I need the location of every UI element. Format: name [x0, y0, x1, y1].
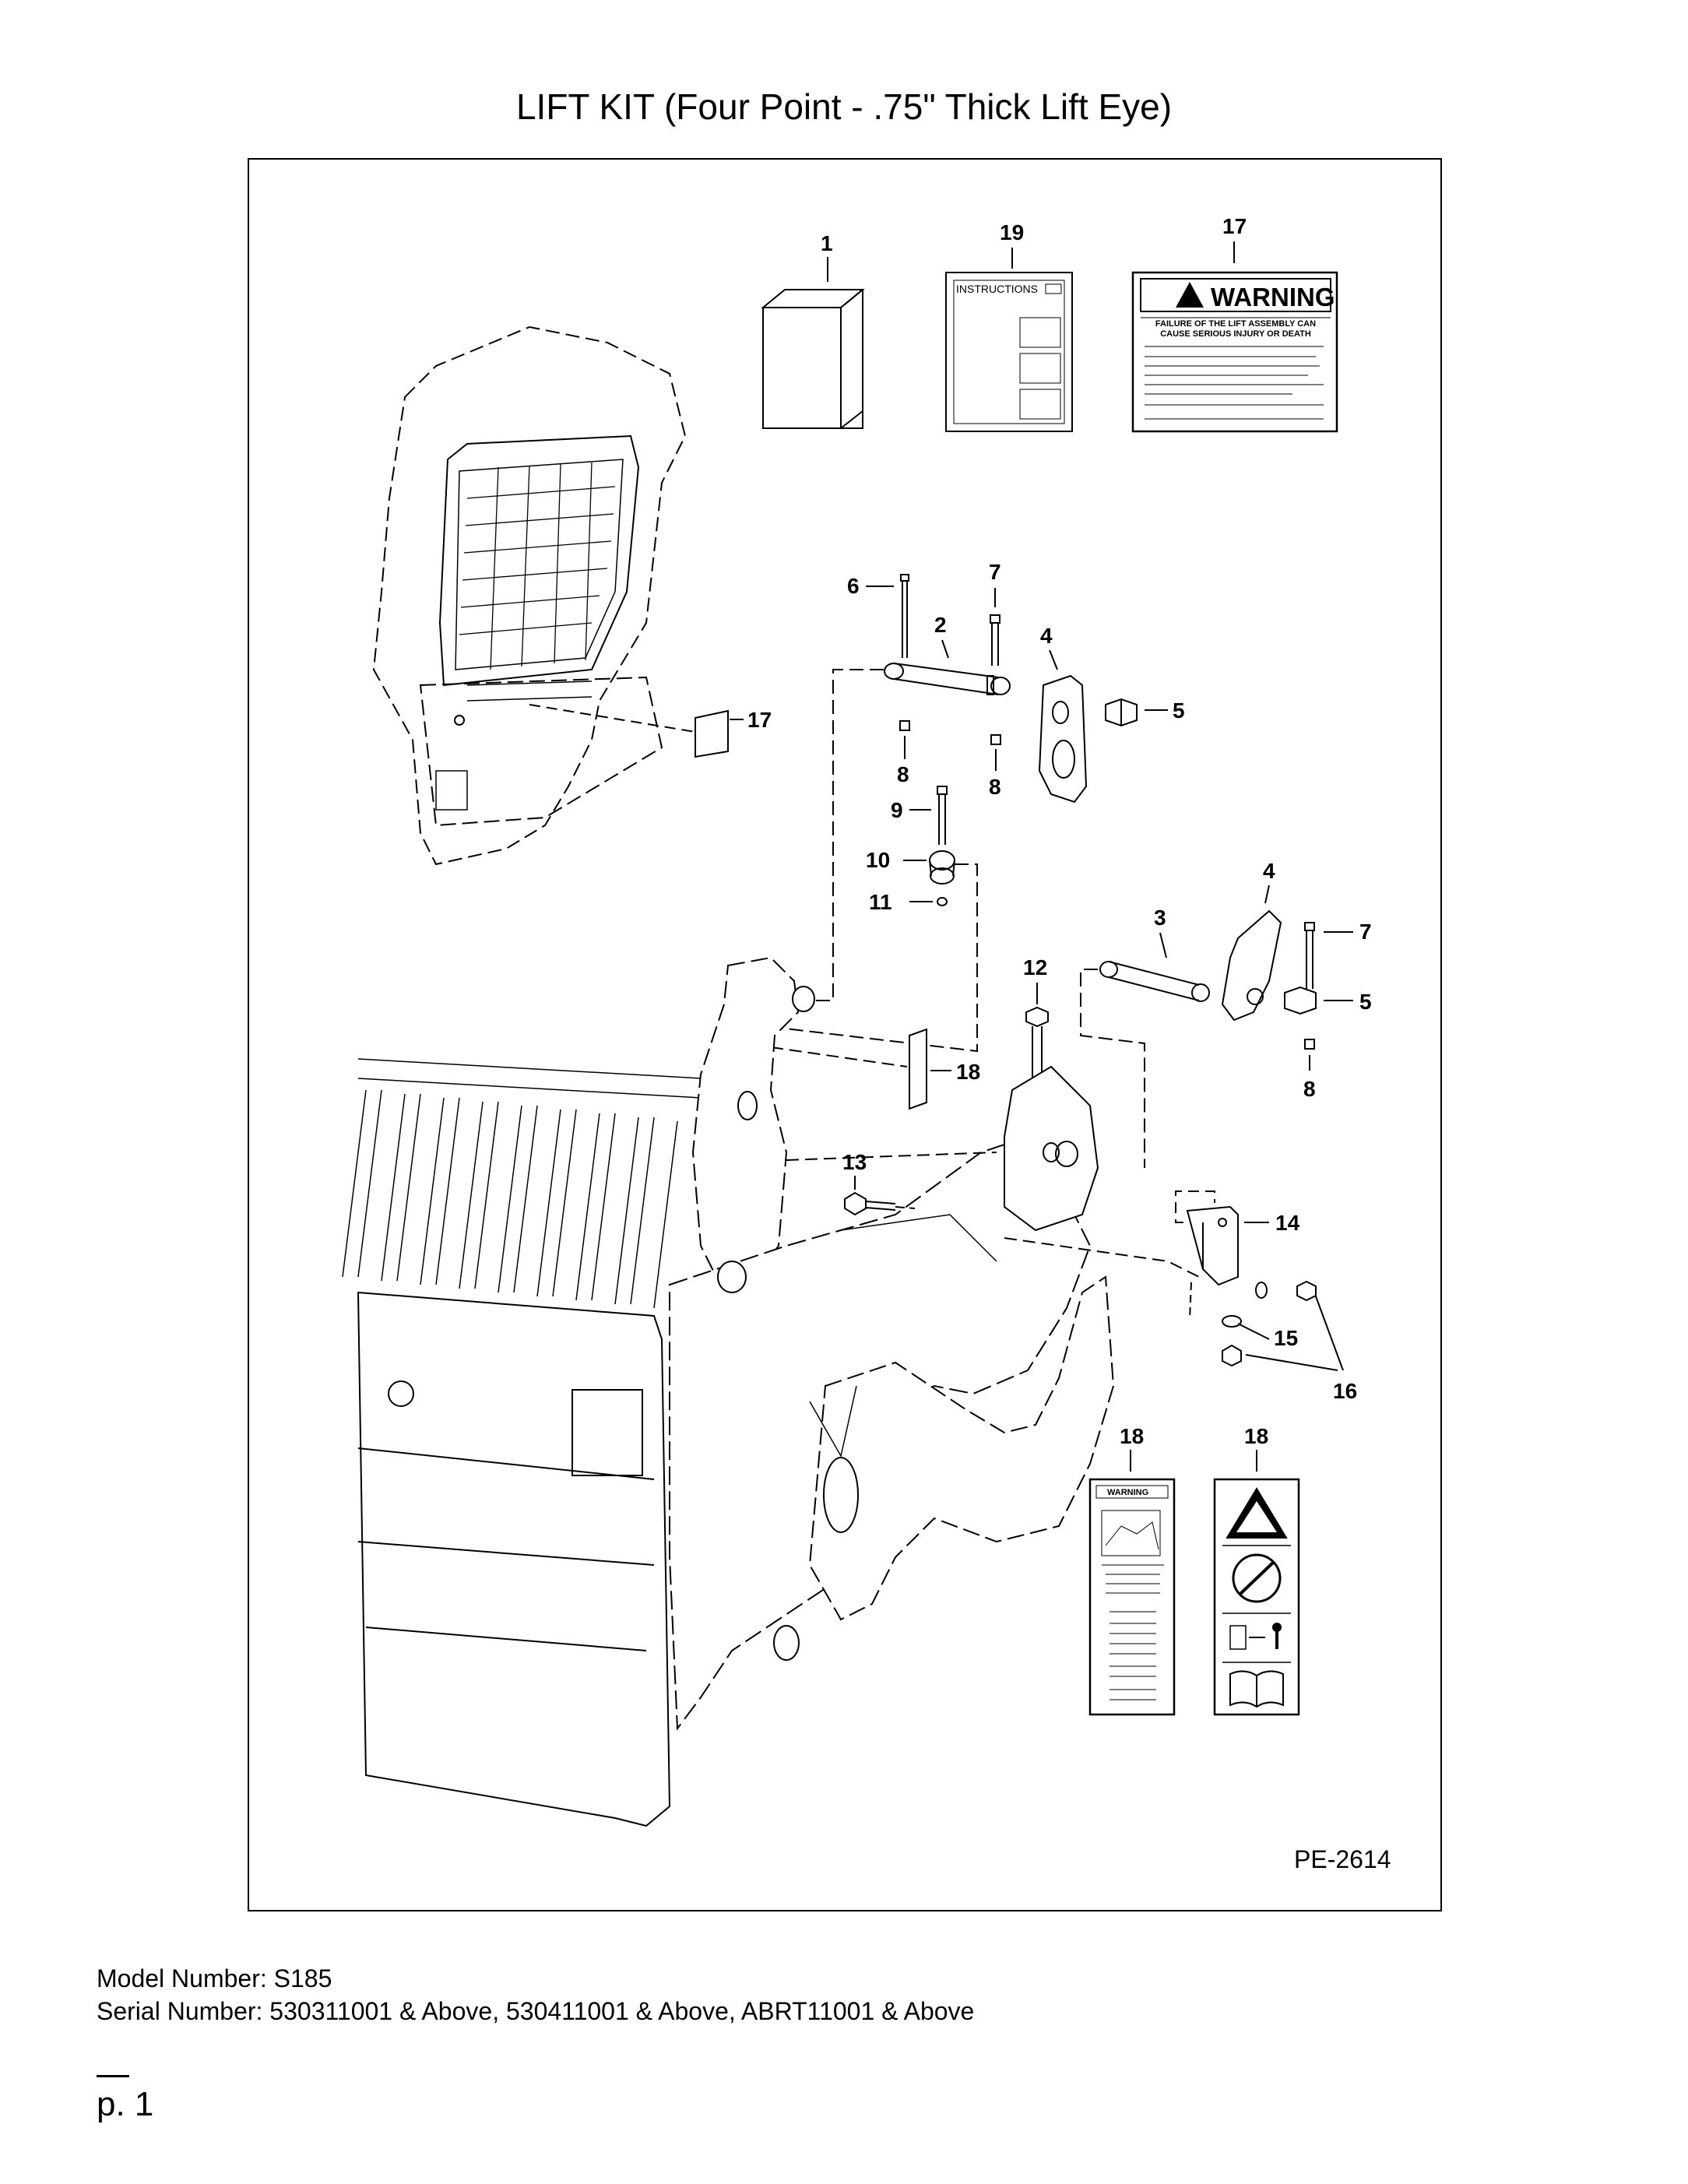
callout-12: 12	[1023, 955, 1047, 979]
page-number-rule	[97, 2075, 129, 2077]
callout-19: 19	[1000, 220, 1024, 244]
callout-17-top: 17	[1222, 214, 1247, 238]
page-title: LIFT KIT (Four Point - .75" Thick Lift E…	[515, 86, 1173, 127]
bolt-7-lower	[1304, 922, 1315, 989]
callout-7-upper: 7	[989, 560, 1001, 584]
callout-10: 10	[866, 848, 890, 872]
bolt-7-upper	[990, 614, 1000, 666]
callout-18-strip: 18	[956, 1060, 980, 1084]
callout-9: 9	[891, 798, 903, 822]
callout-8-mid: 8	[989, 775, 1001, 799]
callout-14: 14	[1275, 1211, 1300, 1235]
callout-2: 2	[934, 613, 947, 637]
diagram-frame	[248, 158, 1442, 1911]
callout-8-left: 8	[897, 762, 909, 786]
callout-4-lower: 4	[1263, 859, 1275, 883]
callout-18-decal-right: 18	[1244, 1424, 1268, 1448]
bracket-14	[1186, 1205, 1239, 1286]
callout-11: 11	[869, 890, 892, 914]
decal-18-pictorial	[1213, 1478, 1300, 1716]
page-number: p. 1	[97, 2085, 154, 2123]
instructions-sheet	[945, 272, 1073, 432]
callout-15: 15	[1274, 1326, 1298, 1350]
instructions-label: INSTRUCTIONS	[956, 283, 1038, 295]
lift-eye-upper	[1038, 674, 1088, 804]
decal-18-warning	[1088, 1478, 1176, 1716]
callout-18-decal-left: 18	[1120, 1424, 1144, 1448]
callout-3: 3	[1154, 906, 1166, 930]
warning-decal	[1131, 271, 1338, 433]
cab-outline	[372, 325, 687, 866]
lift-eye-lower	[1221, 909, 1282, 1022]
pivot-pin-lower	[1099, 961, 1210, 1002]
warning-decal-title: WARNING	[1211, 283, 1335, 311]
nut-upper	[1105, 698, 1138, 727]
callout-8-lower: 8	[1303, 1077, 1316, 1101]
callout-4-upper: 4	[1040, 624, 1053, 648]
callout-17-cab: 17	[747, 708, 772, 732]
bolt-13	[844, 1191, 896, 1216]
serial-number: Serial Number: 530311001 & Above, 530411…	[97, 1997, 975, 2025]
loader-frame	[342, 956, 1115, 1827]
callout-5-lower: 5	[1359, 990, 1372, 1014]
bolt-12	[1025, 1006, 1049, 1078]
callout-1: 1	[821, 231, 833, 255]
model-number: Model Number: S185	[97, 1964, 332, 1992]
bolt-9	[937, 786, 948, 845]
callout-13: 13	[842, 1150, 867, 1174]
pivot-pin-upper	[884, 663, 1011, 695]
warning-decal-headline: FAILURE OF THE LIFT ASSEMBLY CAN CAUSE S…	[1155, 319, 1317, 339]
callout-5-upper: 5	[1173, 698, 1185, 723]
parts-box	[761, 289, 865, 429]
nut-lower	[1284, 986, 1317, 1015]
small-warning-title: WARNING	[1107, 1488, 1148, 1497]
callout-6: 6	[847, 574, 860, 598]
callout-16: 16	[1333, 1379, 1357, 1403]
bolt-6	[900, 574, 909, 658]
spacer-10	[929, 850, 955, 885]
callout-7-lower: 7	[1359, 920, 1372, 944]
drawing-reference: PE-2614	[1294, 1845, 1391, 1873]
